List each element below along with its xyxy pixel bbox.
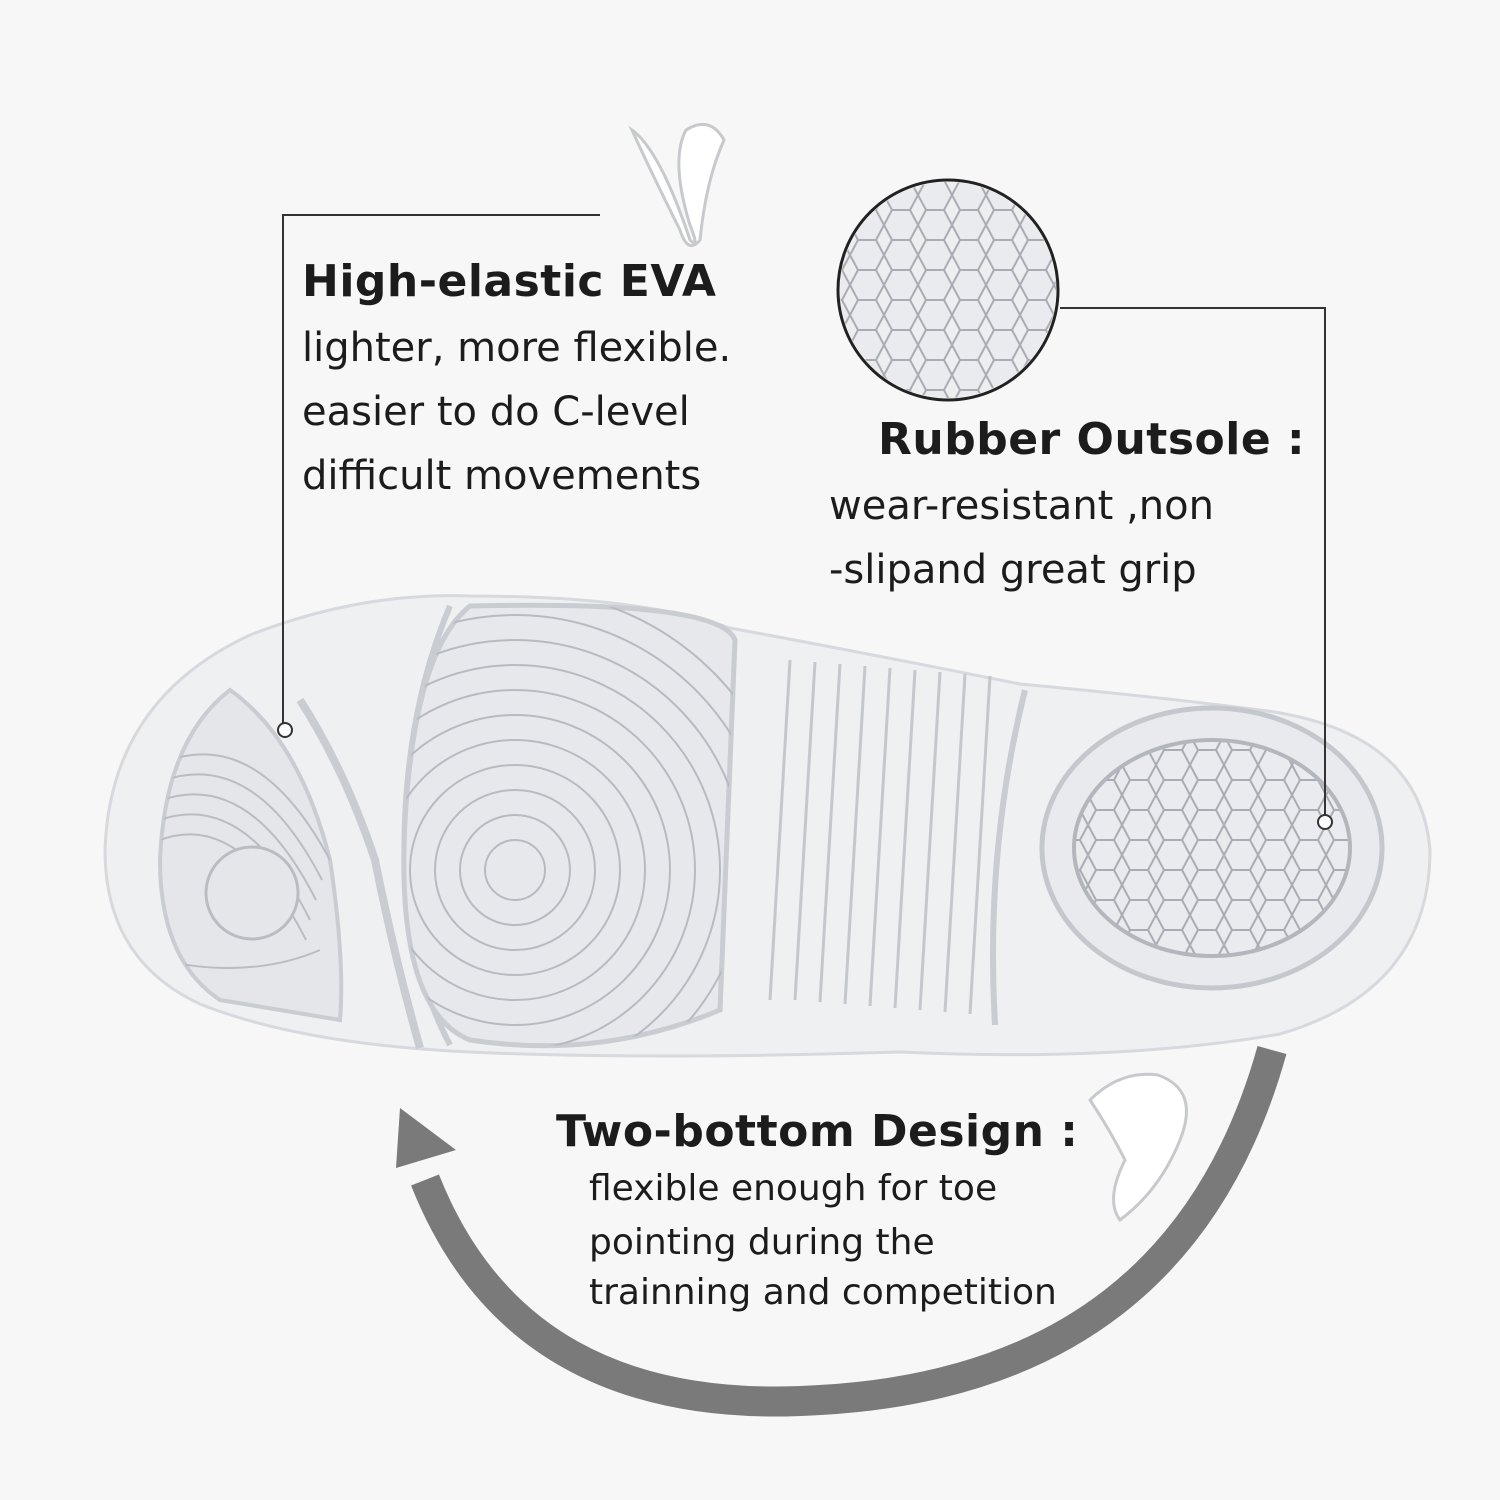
rubber-title: Rubber Outsole : bbox=[878, 414, 1306, 465]
twobottom-line-1: flexible enough for toe bbox=[589, 1168, 998, 1209]
eva-title: High-elastic EVA bbox=[302, 256, 717, 307]
twobottom-line-3: trainning and competition bbox=[589, 1272, 1057, 1313]
rubber-line-1: wear-resistant ,non bbox=[829, 483, 1214, 529]
eva-line-3: difficult movements bbox=[302, 453, 702, 499]
outsole-zoom-circle bbox=[836, 178, 1060, 402]
rubber-line-2: -slipand great grip bbox=[829, 547, 1197, 593]
twobottom-title: Two-bottom Design : bbox=[556, 1106, 1079, 1157]
outsole-callout-line bbox=[1060, 307, 1333, 830]
eva-line-2: easier to do C-level bbox=[302, 389, 690, 435]
eva-callout-line bbox=[277, 214, 600, 738]
shoe-thumbnail-icon bbox=[628, 122, 1188, 1223]
eva-line-1: lighter, more flexible. bbox=[302, 325, 732, 371]
shoe-sole-image bbox=[103, 594, 1432, 1058]
flex-arrow bbox=[396, 1045, 1287, 1417]
twobottom-line-2: pointing during the bbox=[589, 1222, 935, 1263]
